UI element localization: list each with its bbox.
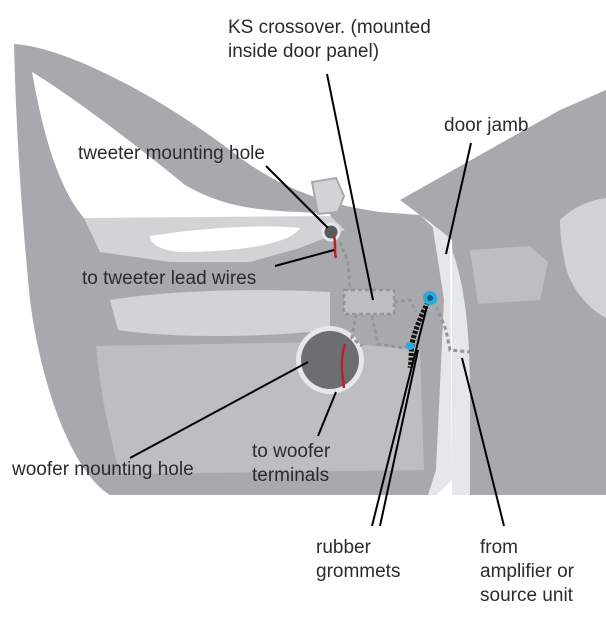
door-pocket: [110, 290, 330, 336]
tweeter-hole-label: tweeter mounting hole: [78, 143, 265, 164]
source-line-2: amplifier or: [480, 561, 574, 582]
leader-lines: [129, 73, 505, 527]
crossover-label: KS crossover. (mounted inside door panel…: [228, 16, 431, 64]
inner-pillar: [452, 250, 470, 495]
crossover-label-line-2: inside door panel): [228, 41, 380, 62]
door-window: [32, 72, 335, 232]
grommets-line-1: rubber: [316, 537, 371, 558]
lower-body-sill: [452, 350, 606, 495]
grommets-label: rubber grommets: [316, 536, 400, 584]
door-jamb-strip: [428, 222, 452, 495]
door-jamb-label: door jamb: [444, 115, 529, 136]
woofer-terminals-line-2: terminals: [252, 465, 330, 486]
source-line-1: from: [480, 537, 518, 558]
source-unit-label: from amplifier or source unit: [480, 536, 574, 608]
steering-wheel: [560, 198, 606, 318]
door-handle-recess: [150, 226, 300, 252]
dashboard-vent: [470, 246, 548, 304]
woofer-terminals-label: to woofer terminals: [252, 440, 330, 488]
grommets-line-2: grommets: [316, 561, 401, 582]
jamb-cable: [407, 296, 433, 369]
source-line-3: source unit: [480, 585, 573, 606]
crossover-label-line-1: KS crossover. (mounted: [228, 17, 431, 38]
car-interior: [400, 90, 606, 368]
woofer-hole-label: woofer mounting hole: [12, 459, 194, 480]
red-lead-wires: [332, 235, 347, 389]
side-mirror: [310, 176, 346, 216]
woofer-terminals-line-1: to woofer: [252, 441, 331, 462]
grommet-icon: [406, 291, 437, 350]
crossover-box-icon: [342, 288, 396, 316]
tweeter-wires-label: to tweeter lead wires: [82, 268, 257, 289]
